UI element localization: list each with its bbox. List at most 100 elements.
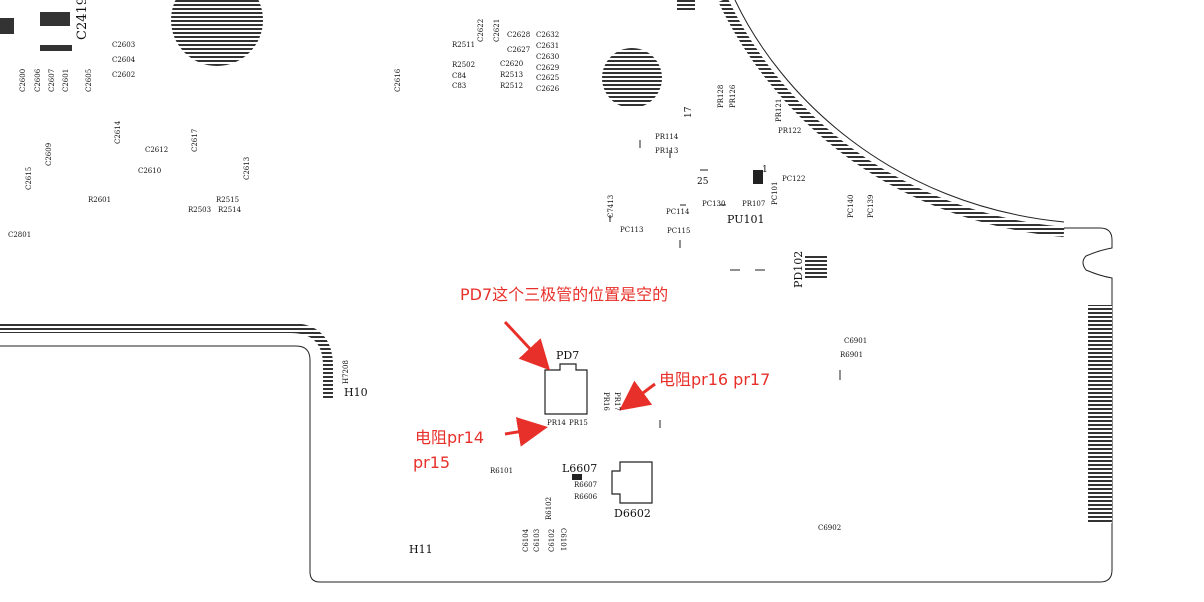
c2601-label: C2601 bbox=[62, 68, 70, 92]
c6902-label: C6902 bbox=[818, 524, 842, 532]
pr113-label: PR113 bbox=[655, 147, 679, 155]
h10-label: H10 bbox=[344, 386, 368, 399]
l6607-label: L6607 bbox=[562, 462, 598, 475]
pr14-label: PR14 bbox=[547, 419, 566, 427]
c2602-label: C2602 bbox=[112, 71, 136, 79]
c2604-label: C2604 bbox=[112, 56, 136, 64]
pc139-label: PC139 bbox=[867, 194, 875, 218]
c2614-label: C2614 bbox=[114, 120, 122, 144]
arrow-pr16 bbox=[619, 380, 656, 411]
component-c2419-pad bbox=[40, 45, 72, 51]
c2625-label: C2625 bbox=[536, 74, 560, 82]
r2515-label: R2515 bbox=[216, 196, 240, 204]
c2612-label: C2612 bbox=[145, 146, 169, 154]
c2609-label: C2609 bbox=[45, 142, 53, 166]
c2603-label: C2603 bbox=[112, 41, 136, 49]
component-l6607-pad bbox=[572, 474, 582, 480]
c2628-label: C2628 bbox=[507, 31, 531, 39]
annotation-pr16-pr17: 电阻pr16 pr17 bbox=[659, 370, 771, 389]
pin1-label: 1 bbox=[762, 165, 768, 175]
c2631-label: C2631 bbox=[536, 42, 560, 50]
r2503-label: R2503 bbox=[188, 206, 212, 214]
c83-label: C83 bbox=[452, 82, 467, 90]
pu101-label: PU101 bbox=[727, 213, 765, 226]
r2511-label: R2511 bbox=[452, 41, 476, 49]
component-top-pad bbox=[677, 0, 695, 12]
r2512-label: R2512 bbox=[500, 82, 524, 90]
arrow-pd7 bbox=[503, 320, 551, 371]
r2502-label: R2502 bbox=[452, 61, 476, 69]
annotation-pd7-empty: PD7这个三极管的位置是空的 bbox=[460, 285, 669, 304]
r2514-label: R2514 bbox=[218, 206, 242, 214]
board-edge-arc-line bbox=[734, 0, 1065, 223]
pr107-label: PR107 bbox=[742, 200, 766, 208]
pc130-label: PC130 bbox=[702, 200, 726, 208]
board-outline bbox=[0, 227, 1113, 583]
c6104-label: C6104 bbox=[522, 528, 530, 552]
r6606-label: R6606 bbox=[574, 493, 598, 501]
r2601-label: R2601 bbox=[88, 196, 112, 204]
r6101-label: R6101 bbox=[490, 467, 514, 475]
h11-label: H11 bbox=[409, 543, 433, 556]
c84-label: C84 bbox=[452, 72, 467, 80]
d6602-label: D6602 bbox=[614, 507, 651, 520]
component-c2419-body bbox=[40, 12, 70, 26]
pin17-label: 17 bbox=[684, 106, 694, 118]
pc101-label: PC101 bbox=[771, 181, 779, 205]
side-connector bbox=[1088, 305, 1112, 523]
c2606-label: C2606 bbox=[34, 68, 42, 92]
pr121-label: PR121 bbox=[775, 98, 783, 122]
c7413-label: C7413 bbox=[607, 194, 615, 218]
pc115-label: PC115 bbox=[667, 227, 691, 235]
mounting-hole-top bbox=[171, 0, 263, 66]
pr114-label: PR114 bbox=[655, 133, 679, 141]
c6101-label: C6101 bbox=[559, 528, 567, 552]
annotation-pr14: 电阻pr14 bbox=[415, 428, 485, 447]
pr15-label: PR15 bbox=[569, 419, 588, 427]
c2607-label: C2607 bbox=[48, 68, 56, 92]
pu101-corner-marks bbox=[680, 169, 726, 206]
d6602-footprint bbox=[611, 461, 653, 504]
c2617-label: C2617 bbox=[191, 128, 199, 152]
arrow-pr14 bbox=[504, 417, 548, 447]
h7208-label: H7208 bbox=[342, 360, 350, 384]
annotation-pr15: pr15 bbox=[413, 453, 451, 472]
c2620-label: C2620 bbox=[500, 60, 524, 68]
pc122-label: PC122 bbox=[782, 175, 806, 183]
pr122-label: PR122 bbox=[778, 127, 802, 135]
pr16-label: PR16 bbox=[602, 392, 610, 411]
r2513-label: R2513 bbox=[500, 71, 524, 79]
c2613-label: C2613 bbox=[243, 156, 251, 180]
board-hatch-top-left bbox=[0, 323, 333, 400]
board-edge-arc bbox=[718, 0, 1065, 237]
c2630-label: C2630 bbox=[536, 53, 560, 61]
small-component-marks bbox=[609, 140, 841, 428]
component-top-left-pad bbox=[0, 18, 14, 34]
c2629-label: C2629 bbox=[536, 64, 560, 72]
pc114-label: PC114 bbox=[666, 208, 690, 216]
mounting-hole-mid bbox=[602, 48, 662, 108]
pc140-label: PC140 bbox=[847, 194, 855, 218]
component-pu101-pad bbox=[753, 170, 763, 184]
pd7-label: PD7 bbox=[556, 349, 580, 362]
c6901-label: C6901 bbox=[844, 337, 868, 345]
c2610-label: C2610 bbox=[138, 167, 162, 175]
component-pd102-body bbox=[805, 256, 827, 278]
c2626-label: C2626 bbox=[536, 85, 560, 93]
c2622-label: C2622 bbox=[477, 18, 485, 42]
c6103-label: C6103 bbox=[533, 528, 541, 552]
c2616-label: C2616 bbox=[394, 68, 402, 92]
r6102-label: R6102 bbox=[545, 496, 553, 520]
pd102-label: PD102 bbox=[792, 250, 805, 288]
c2600-label: C2600 bbox=[19, 68, 27, 92]
pd7-footprint bbox=[544, 363, 588, 415]
c6102-label: C6102 bbox=[548, 528, 556, 552]
r6607-label: R6607 bbox=[574, 481, 598, 489]
c2605-label: C2605 bbox=[85, 68, 93, 92]
c2621-label: C2621 bbox=[493, 18, 501, 42]
pr17-label: PR17 bbox=[613, 392, 621, 411]
pc113-label: PC113 bbox=[620, 226, 644, 234]
pr126-label: PR126 bbox=[729, 84, 737, 108]
c2419-label: C2419 bbox=[75, 0, 90, 40]
